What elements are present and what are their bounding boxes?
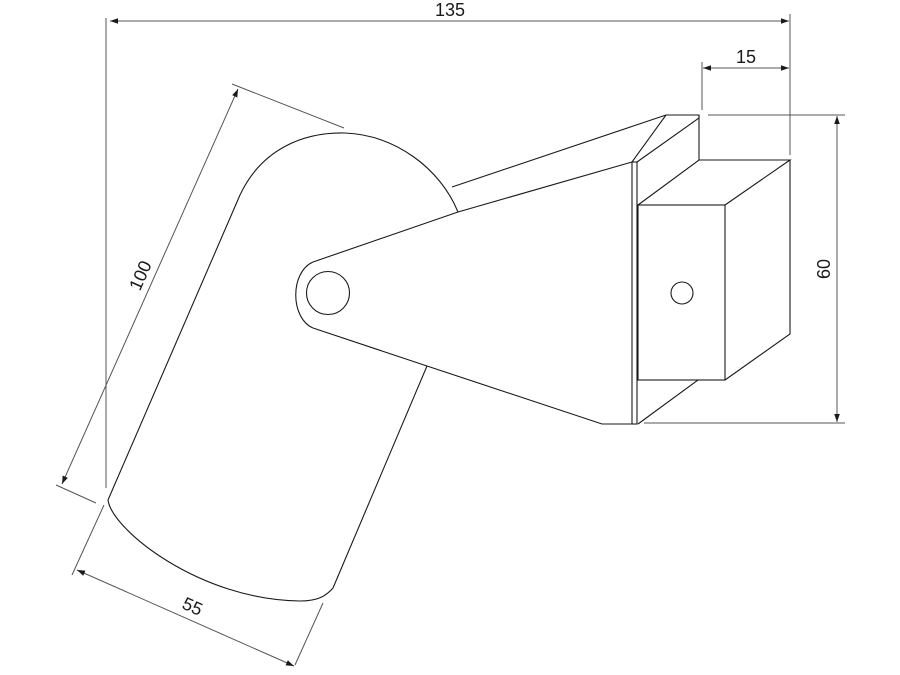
dimension-label-135: 135 (435, 0, 465, 20)
dimension-body-length: 100 (55, 83, 345, 504)
mount-plate (631, 114, 700, 425)
dimension-label-15: 15 (736, 47, 756, 67)
lamp-body-cylinder (107, 132, 459, 602)
dimension-mount-depth: 15 (701, 47, 789, 110)
dimension-mount-height: 60 (644, 114, 845, 424)
pivot-hole (305, 270, 351, 316)
wall-box-screw-hole (670, 281, 694, 305)
dimension-label-55: 55 (179, 593, 205, 619)
dimension-label-60: 60 (814, 259, 834, 279)
dimension-body-diameter: 55 (71, 504, 324, 667)
wall-mount-box (637, 159, 792, 425)
bracket-arm (295, 114, 667, 425)
dimension-overall-width: 135 (105, 0, 791, 488)
dimension-label-100: 100 (125, 258, 155, 294)
